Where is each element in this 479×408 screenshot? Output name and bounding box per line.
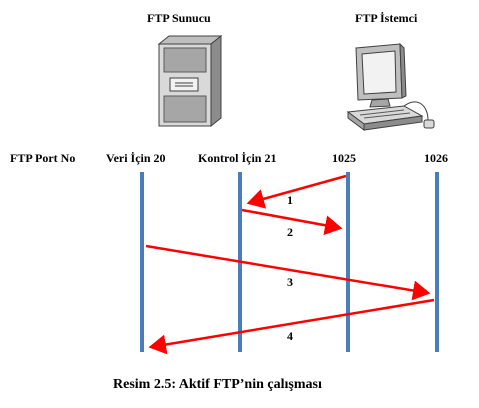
- data-port-label: Veri İçin 20: [106, 151, 166, 165]
- arrow-4: [148, 298, 435, 355]
- arrow-4-label: 4: [287, 329, 293, 343]
- control-port-label: Kontrol İçin 21: [198, 151, 277, 165]
- arrow-1-label: 1: [287, 193, 293, 207]
- figure-caption: Resim 2.5: Aktif FTP’nin çalışması: [113, 377, 322, 392]
- arrow-2: [241, 208, 343, 236]
- desktop-computer-icon: [346, 42, 435, 131]
- port-row-label: FTP Port No: [10, 151, 76, 165]
- client-port-1025-label: 1025: [332, 151, 356, 165]
- arrow-3-label: 3: [287, 275, 293, 289]
- server-label: FTP Sunucu: [147, 11, 211, 25]
- client-port-1026-label: 1026: [424, 151, 448, 165]
- arrow-1: [246, 174, 347, 209]
- server-tower-icon: [157, 34, 223, 128]
- arrow-3: [145, 244, 431, 301]
- client-label: FTP İstemci: [355, 11, 418, 25]
- arrow-2-label: 2: [287, 225, 293, 239]
